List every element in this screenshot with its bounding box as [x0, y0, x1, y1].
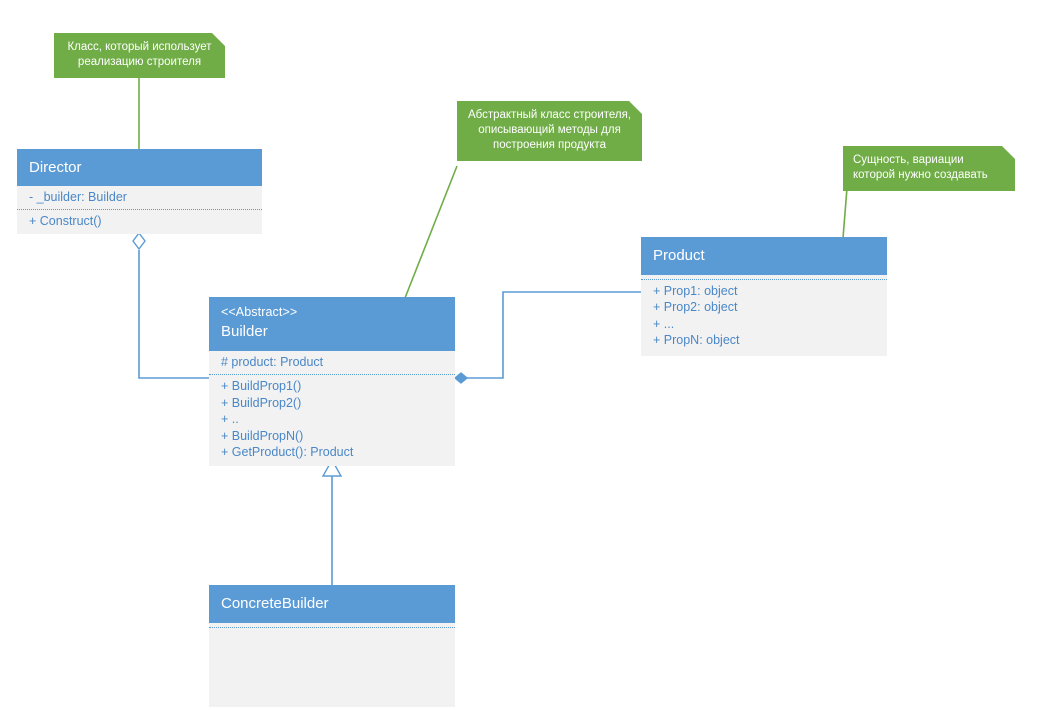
class-member: + BuildPropN() — [221, 428, 304, 443]
class-header-concretebuilder: ConcreteBuilder — [209, 585, 455, 623]
class-operations-product: + Prop1: object + Prop2: object + ... + … — [641, 279, 887, 356]
note-product-line-1: Сущность, вариации — [853, 154, 964, 166]
class-attributes-builder: # product: Product — [209, 351, 455, 374]
class-name-director: Director — [29, 159, 82, 176]
note-builder: Абстрактный класс строителя, описывающий… — [457, 101, 642, 161]
class-box-builder[interactable]: <<Abstract>> Builder # product: Product … — [209, 297, 455, 467]
class-header-builder: <<Abstract>> Builder — [209, 297, 455, 351]
class-member: + BuildProp2() — [221, 395, 302, 410]
class-attributes-director: - _builder: Builder — [17, 186, 262, 209]
class-member: - _builder: Builder — [29, 190, 127, 204]
class-name-product: Product — [653, 247, 705, 264]
class-member: # product: Product — [221, 355, 324, 369]
class-header-product: Product — [641, 237, 887, 275]
class-box-concretebuilder[interactable]: ConcreteBuilder — [209, 585, 455, 707]
concretebuilder-to-builder-connector — [321, 458, 343, 586]
hollow-diamond-marker — [132, 231, 146, 251]
class-operations-concretebuilder — [209, 627, 455, 707]
class-name-concretebuilder: ConcreteBuilder — [221, 595, 329, 612]
note-builder-line-1: Абстрактный класс строителя, — [467, 109, 632, 121]
note-product-leader — [842, 187, 848, 239]
class-operations-builder: + BuildProp1() + BuildProp2() + .. + Bui… — [209, 374, 455, 466]
note-director-line-1: Класс, который использует — [67, 41, 212, 53]
builder-to-product-connector — [453, 291, 641, 384]
class-member: + GetProduct(): Product — [221, 445, 354, 460]
note-director: Класс, который использует реализацию стр… — [54, 33, 225, 78]
class-member: + Construct() — [29, 214, 102, 229]
class-box-director[interactable]: Director - _builder: Builder + Construct… — [17, 149, 262, 234]
note-product-line-2: которой нужно создавать — [853, 169, 988, 181]
note-director-line-2: реализацию строителя — [77, 56, 202, 68]
class-header-director: Director — [17, 149, 262, 186]
class-member: + Prop2: object — [653, 300, 738, 315]
class-member: + ... — [653, 316, 675, 331]
class-member: + .. — [221, 412, 239, 427]
class-stereotype-builder: <<Abstract>> — [221, 305, 298, 319]
note-builder-leader — [404, 165, 458, 299]
note-product: Сущность, вариации которой нужно создава… — [843, 146, 1015, 191]
class-member: + BuildProp1() — [221, 379, 302, 394]
class-box-product[interactable]: Product + Prop1: object + Prop2: object … — [641, 237, 887, 356]
note-builder-line-2: описывающий методы для — [478, 124, 621, 136]
class-member: + Prop1: object — [653, 284, 738, 298]
director-to-builder-connector — [132, 231, 209, 379]
filled-diamond-marker — [453, 372, 469, 384]
class-member: + PropN: object — [653, 333, 740, 348]
class-name-builder: Builder — [221, 323, 268, 340]
note-builder-line-3: построения продукта — [493, 139, 606, 151]
class-operations-director: + Construct() — [17, 209, 262, 233]
